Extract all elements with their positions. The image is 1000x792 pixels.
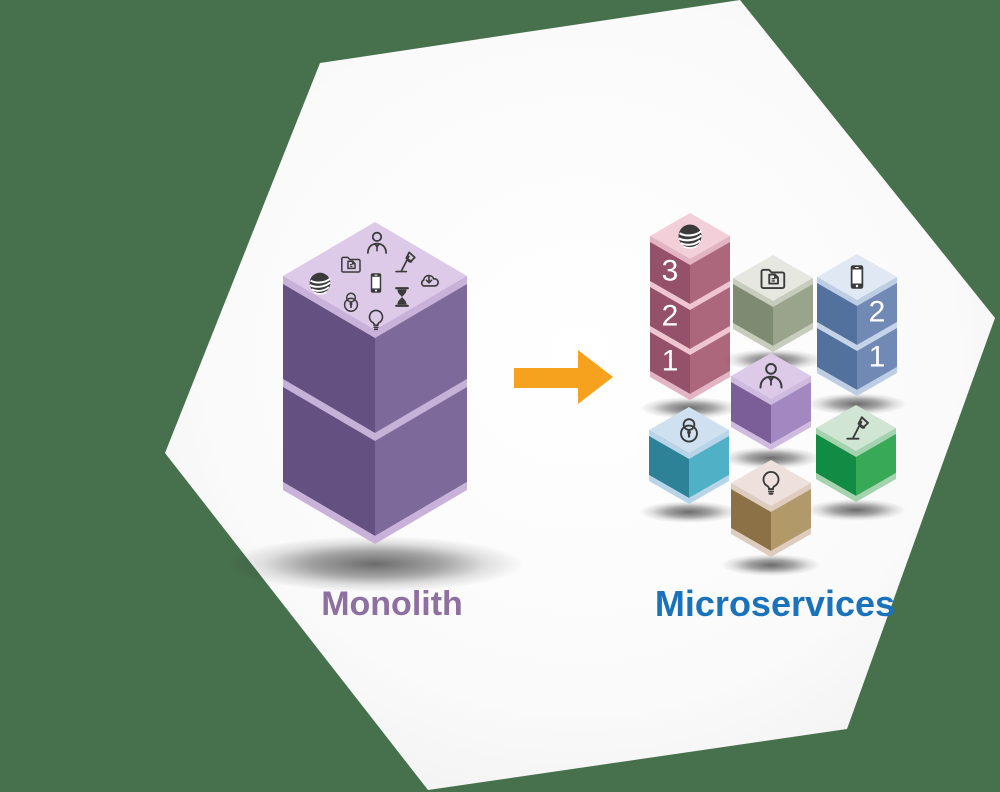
cube-left-face	[283, 276, 375, 433]
microservices-label: Microservices	[655, 583, 895, 624]
cube-shadow	[721, 447, 821, 469]
segment-number: 2	[869, 296, 886, 329]
segment-number: 2	[662, 300, 679, 333]
cube-right-face	[773, 278, 813, 346]
cube-left-face	[650, 281, 690, 349]
cube-left-face	[733, 278, 773, 346]
monolith-label: Monolith	[321, 585, 463, 623]
cube-right-face	[375, 379, 467, 536]
lamp-service-cube	[806, 405, 906, 521]
cube-right-face	[771, 483, 811, 551]
globe-service-cube: 3 2 1	[640, 213, 740, 419]
smartphone-icon	[850, 265, 864, 289]
cube-right-face	[771, 376, 811, 444]
cube-shadow	[639, 501, 739, 523]
cube-left-face	[731, 483, 771, 551]
cube-shadow	[227, 536, 523, 592]
cube-bottom-bevel	[650, 371, 730, 400]
cube-bottom-bevel	[817, 367, 897, 396]
cube-right-face	[690, 281, 730, 349]
mobile-service-cube: 21	[807, 254, 907, 415]
cube-bottom-bevel	[816, 473, 896, 502]
cube-top-rim	[731, 376, 811, 405]
cube-left-face	[650, 326, 690, 394]
cube-right-face	[857, 322, 897, 390]
idea-service-cube	[721, 460, 821, 576]
cube-top-rim	[817, 277, 897, 306]
monolith-cube	[227, 222, 523, 592]
cube-left-face	[817, 277, 857, 345]
cube-bottom-bevel	[649, 475, 729, 504]
cube-left-face	[650, 236, 690, 304]
smartphone-icon	[370, 273, 382, 293]
cube-right-face	[375, 276, 467, 433]
cube-top-face	[816, 405, 896, 451]
cube-top-rim	[649, 430, 729, 459]
cube-right-face	[856, 428, 896, 496]
security-service-cube	[639, 407, 739, 523]
segment-number: 3	[662, 255, 679, 288]
cube-right-face	[690, 236, 730, 304]
cube-right-face	[690, 326, 730, 394]
cube-left-face	[649, 430, 689, 498]
cube-shadow	[721, 554, 821, 576]
segment-number: 1	[869, 341, 886, 374]
cube-right-face	[689, 430, 729, 498]
transformation-arrow-icon	[514, 350, 613, 404]
cube-right-face	[857, 277, 897, 345]
cube-bottom-bevel	[731, 421, 811, 450]
cube-left-face	[817, 322, 857, 390]
cube-left-face	[283, 379, 375, 536]
user-service-cube	[721, 353, 821, 469]
cube-top-rim	[731, 483, 811, 512]
cube-joint-band	[650, 281, 730, 310]
cube-top-face	[731, 460, 811, 506]
cube-bottom-bevel	[731, 528, 811, 557]
cube-joint-band	[650, 326, 730, 355]
segment-number: 1	[662, 345, 679, 378]
cube-left-face	[816, 428, 856, 496]
cube-top-rim	[650, 236, 730, 265]
cube-left-face	[731, 376, 771, 444]
cube-top-rim	[733, 278, 813, 307]
cube-shadow	[806, 499, 906, 521]
cube-bottom-bevel	[733, 323, 813, 352]
cube-joint-band	[817, 322, 897, 351]
cube-shadow	[807, 393, 907, 415]
cube-top-rim	[816, 428, 896, 457]
